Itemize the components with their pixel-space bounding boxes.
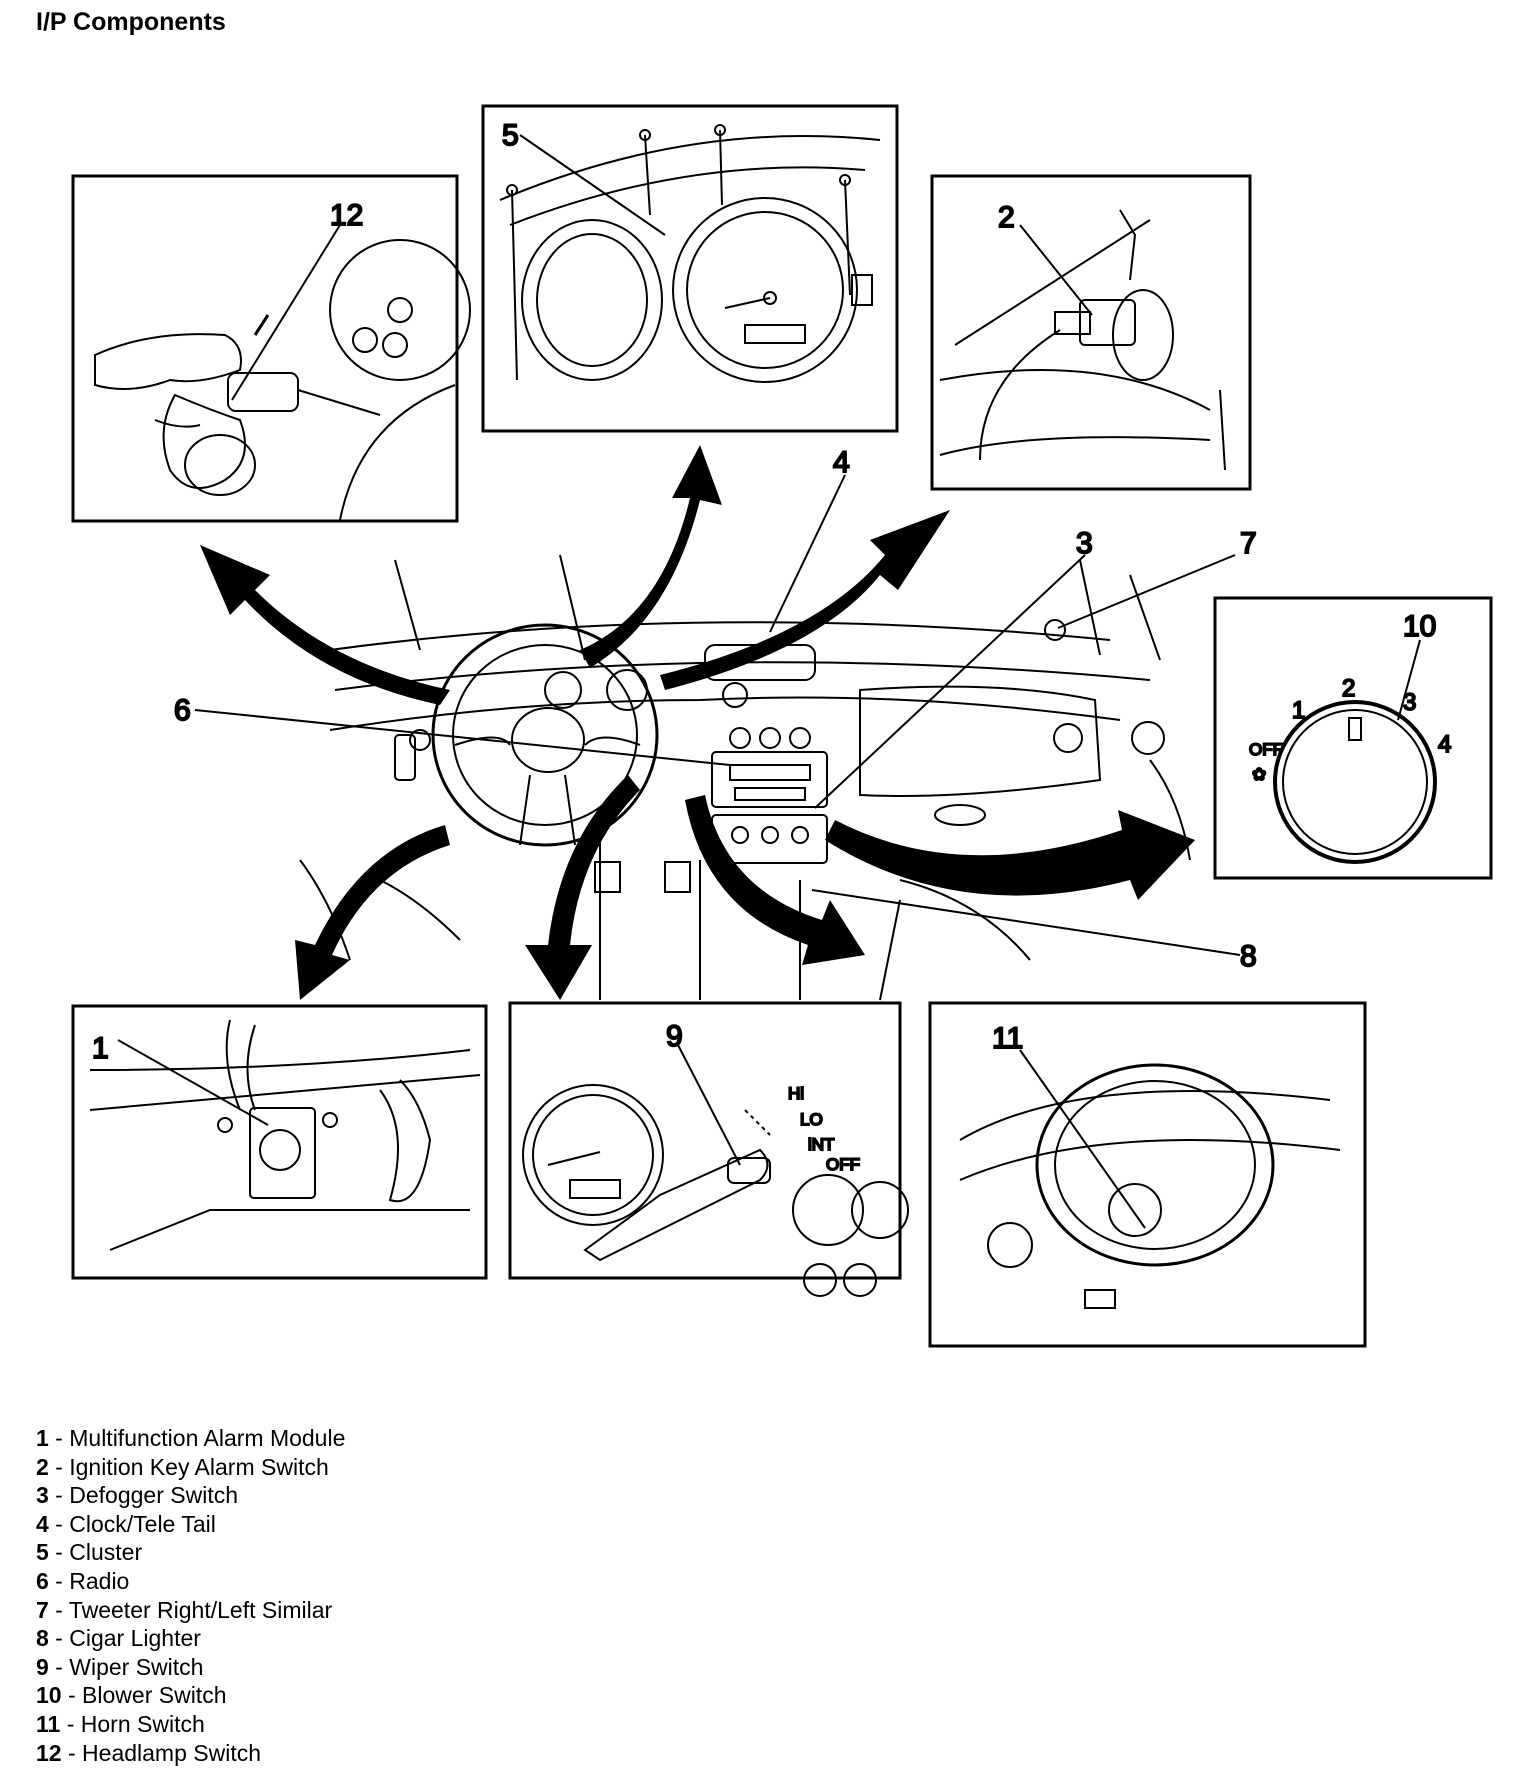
legend-item: 10 - Blower Switch bbox=[36, 1682, 227, 1709]
pointer-arrows bbox=[200, 445, 1195, 1000]
legend-item: 11 - Horn Switch bbox=[36, 1710, 205, 1737]
component-legend: 1 - Multifunction Alarm Module 2 - Ignit… bbox=[36, 1424, 345, 1767]
legend-item: 2 - Ignition Key Alarm Switch bbox=[36, 1453, 329, 1480]
wiper-position-off: OFF bbox=[826, 1155, 860, 1174]
blower-position-4: 4 bbox=[1438, 731, 1451, 758]
legend-item: 3 - Defogger Switch bbox=[36, 1482, 238, 1509]
wiper-position-hi: Hi bbox=[788, 1084, 804, 1103]
blower-off-label: OFF bbox=[1249, 740, 1283, 759]
blower-position-1: 1 bbox=[1292, 697, 1305, 724]
detail-box-headlamp bbox=[71, 174, 471, 523]
legend-item: 7 - Tweeter Right/Left Similar bbox=[36, 1596, 333, 1623]
wiper-position-int: iNT bbox=[808, 1135, 834, 1154]
page-title: I/P Components bbox=[36, 8, 226, 36]
callout-11: 11 bbox=[992, 1022, 1023, 1055]
callout-1: 1 bbox=[92, 1032, 109, 1065]
callout-7: 7 bbox=[1240, 527, 1257, 560]
components-diagram: OFF ✿ 1 2 3 4 Hi LO iNT OFF bbox=[71, 104, 1493, 1348]
callout-2: 2 bbox=[998, 201, 1015, 234]
blower-position-2: 2 bbox=[1342, 675, 1355, 702]
wiper-position-lo: LO bbox=[800, 1110, 823, 1129]
detail-box-wiper: Hi LO iNT OFF bbox=[508, 1001, 909, 1297]
detail-box-ignition bbox=[930, 174, 1252, 491]
callout-3: 3 bbox=[1076, 527, 1093, 560]
detail-box-alarm-module bbox=[71, 1004, 488, 1280]
legend-item: 1 - Multifunction Alarm Module bbox=[36, 1425, 346, 1451]
detail-box-horn bbox=[928, 1001, 1367, 1348]
legend-item: 5 - Cluster bbox=[36, 1539, 143, 1566]
legend-item: 8 - Cigar Lighter bbox=[36, 1625, 201, 1652]
legend-item: 9 - Wiper Switch bbox=[36, 1653, 204, 1680]
legend-item: 12 - Headlamp Switch bbox=[36, 1739, 262, 1766]
detail-box-cluster bbox=[481, 104, 899, 433]
callout-10: 10 bbox=[1403, 610, 1436, 643]
legend-item: 6 - Radio bbox=[36, 1567, 130, 1594]
leader-lines bbox=[194, 474, 1241, 956]
blower-position-3: 3 bbox=[1403, 689, 1416, 716]
dashboard-illustration bbox=[299, 554, 1191, 1001]
callout-6: 6 bbox=[174, 694, 191, 727]
callout-9: 9 bbox=[666, 1020, 683, 1053]
callout-4: 4 bbox=[833, 446, 850, 479]
callout-5: 5 bbox=[502, 119, 519, 152]
detail-box-blower: OFF ✿ 1 2 3 4 bbox=[1213, 596, 1493, 880]
legend-item: 4 - Clock/Tele Tail bbox=[36, 1510, 216, 1537]
fan-icon: ✿ bbox=[1252, 765, 1266, 784]
callout-12: 12 bbox=[330, 199, 363, 232]
callout-8: 8 bbox=[1240, 940, 1257, 973]
callout-numbers: 1 2 3 4 5 6 7 8 9 10 11 12 bbox=[91, 118, 1437, 1066]
